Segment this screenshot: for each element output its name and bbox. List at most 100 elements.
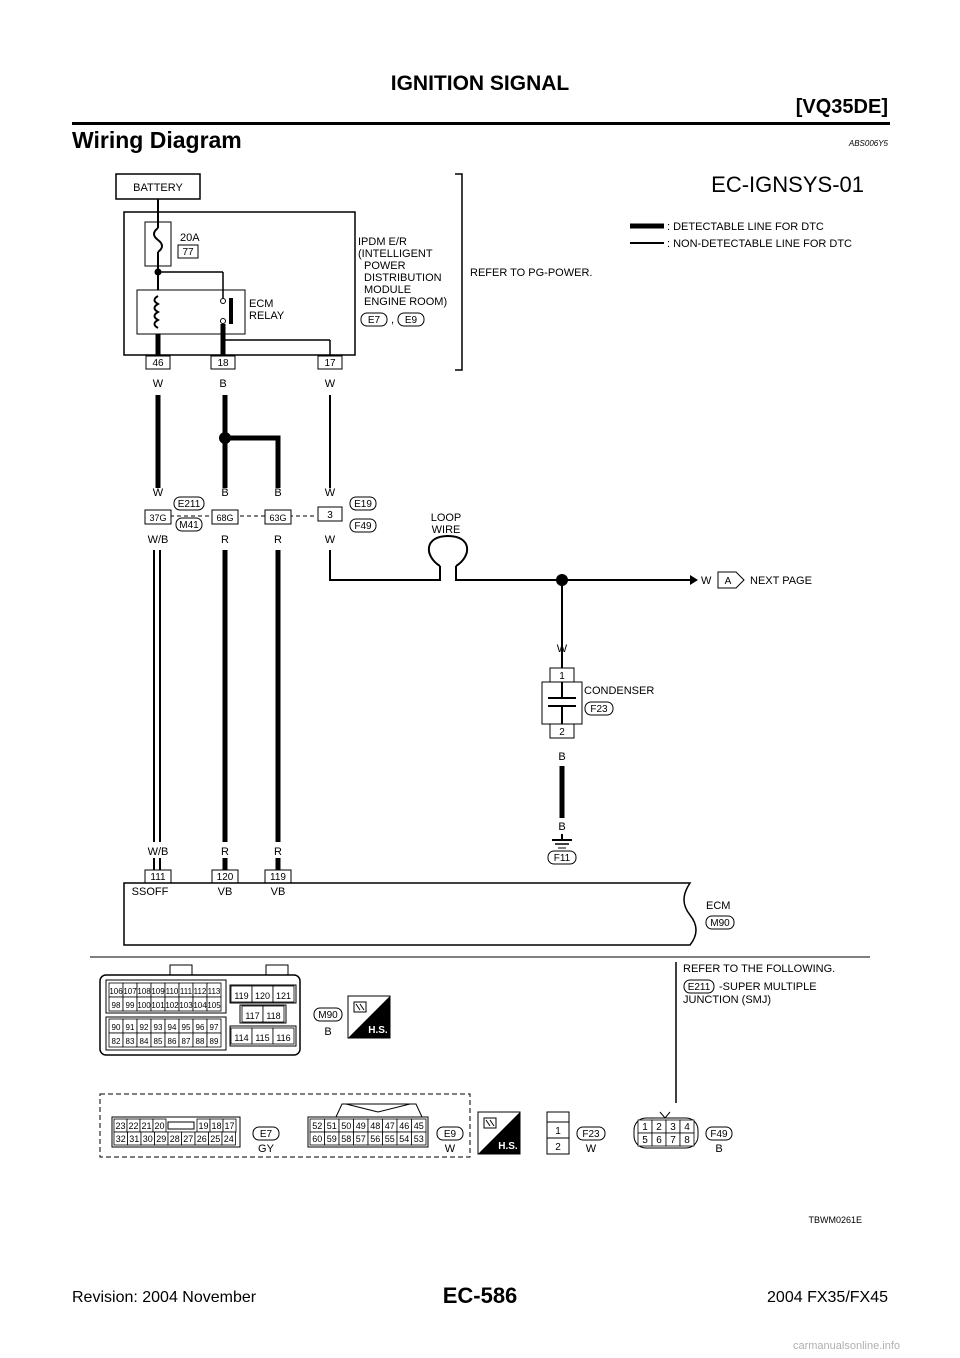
e9-pins-pin: 46 <box>399 1121 409 1131</box>
e7-pins-pin: 26 <box>197 1134 207 1144</box>
ecm-term-120: 120 <box>217 872 234 883</box>
page-title: IGNITION SIGNAL <box>390 72 570 95</box>
connector-e211: E211 <box>178 499 201 510</box>
m90-left-pin: 91 <box>126 1023 135 1032</box>
f49-pins-pin: 1 <box>642 1122 648 1133</box>
m90-right-pin: 116 <box>276 1033 290 1043</box>
e9-pins-pin: 55 <box>385 1134 395 1144</box>
junction-top-color-1: W <box>153 487 164 499</box>
m90-left-pin: 93 <box>154 1023 163 1032</box>
condenser-connector: F23 <box>590 704 608 715</box>
svg-text:,: , <box>391 314 394 326</box>
ipdm-line-2: (INTELLIGENT <box>358 248 433 260</box>
m90-left-pin: 98 <box>112 1001 121 1010</box>
m90-left-pin: 97 <box>210 1023 219 1032</box>
junction-term-3: 3 <box>327 510 333 521</box>
junction-top-color-4: W <box>325 487 336 499</box>
watermark: carmanualsonline.info <box>792 1340 900 1352</box>
e9-pins-pin: 54 <box>399 1134 409 1144</box>
junction-term-63g: 63G <box>269 513 286 523</box>
m90-left-pin: 96 <box>196 1023 205 1032</box>
m90-right-pin: 117 <box>245 1011 259 1021</box>
ipdm-connector-e9: E9 <box>405 315 418 326</box>
junction-term-68g: 68G <box>216 513 233 523</box>
junction-top-color-3: B <box>274 487 281 499</box>
e7-pins-pin: 18 <box>211 1121 221 1131</box>
hs-label-2: H.S. <box>498 1141 518 1152</box>
f23-connector: F23 <box>582 1129 600 1140</box>
m90-left-pin: 94 <box>168 1023 177 1032</box>
f49-color: B <box>715 1143 722 1155</box>
ecm-wire-color-119: R <box>274 846 282 858</box>
e9-pins-pin: 53 <box>414 1134 424 1144</box>
relay-label-1: ECM <box>249 298 273 310</box>
ecm-term-111: 111 <box>150 872 166 883</box>
connector-e19: E19 <box>354 499 372 510</box>
harness-side-icon-2: H.S. <box>477 1111 521 1155</box>
m90-right-cell <box>272 985 295 1003</box>
ipdm-line-1: IPDM E/R <box>358 236 407 248</box>
f49-pins-pin: 2 <box>656 1122 662 1133</box>
f49-pins-pin: 3 <box>670 1122 676 1133</box>
hs-label-1: H.S. <box>368 1025 388 1036</box>
m90-left-pin: 83 <box>126 1037 135 1046</box>
header-rule <box>72 122 890 125</box>
m90-left-pin: 106 <box>109 987 123 996</box>
m90-left-pin: 104 <box>193 1001 207 1010</box>
ecm-term-label-vb-1: VB <box>218 886 233 898</box>
e9-pins-pin: 50 <box>341 1121 351 1131</box>
diagram-id: EC-IGNSYS-01 <box>711 172 864 197</box>
e7-pins-pin: 28 <box>170 1134 180 1144</box>
m90-left-pin: 108 <box>137 987 151 996</box>
condenser-color-bottom: B <box>558 751 565 763</box>
e9-pins-pin: 48 <box>370 1121 380 1131</box>
m90-left-pin: 89 <box>210 1037 219 1046</box>
m90-right-pin: 115 <box>255 1033 269 1043</box>
m90-left-pin: 84 <box>140 1037 149 1046</box>
e7-pins-pin: 23 <box>115 1121 125 1131</box>
e9-pins-pin: 57 <box>356 1134 366 1144</box>
harness-side-icon: H.S. <box>347 995 391 1039</box>
ipdm-term-46: 46 <box>152 358 164 369</box>
wire-color-18: B <box>219 378 226 390</box>
footer-model: 2004 FX35/FX45 <box>767 1289 888 1306</box>
e9-pins-pin: 49 <box>356 1121 366 1131</box>
m90-right-pin: 118 <box>266 1011 280 1021</box>
m90-left-pin: 112 <box>194 987 207 996</box>
loop-wire-line-2: WIRE <box>432 524 461 536</box>
m90-left-pin: 113 <box>208 987 221 996</box>
legend-detectable: : DETECTABLE LINE FOR DTC <box>667 221 824 233</box>
f23-pin-2: 2 <box>555 1142 561 1153</box>
f49-pins-pin: 8 <box>684 1135 690 1146</box>
e7-pins-pin: 30 <box>143 1134 153 1144</box>
e7-pins-pin: 25 <box>210 1134 220 1144</box>
e9-pins-pin: 56 <box>370 1134 380 1144</box>
e7-pins-pin: 21 <box>141 1121 151 1131</box>
junction-bottom-color-3: R <box>274 534 282 546</box>
refer-smj-1: -SUPER MULTIPLE <box>719 981 817 993</box>
ipdm-term-18: 18 <box>217 358 229 369</box>
condenser-label: CONDENSER <box>584 685 654 697</box>
next-page-color: W <box>701 575 712 587</box>
e7-pins-pin: 29 <box>156 1134 166 1144</box>
f49-pins-pin: 7 <box>670 1135 676 1146</box>
ecm-label: ECM <box>706 900 730 912</box>
m90-right-cell <box>272 1027 295 1045</box>
relay-label-2: RELAY <box>249 310 285 322</box>
e9-pins-pin: 59 <box>327 1134 337 1144</box>
e7-pins-pin: 20 <box>154 1121 164 1131</box>
f49-connector: F49 <box>710 1129 728 1140</box>
ecm-wire-color-120: R <box>221 846 229 858</box>
m90-left-cell <box>206 996 222 1012</box>
connector-f49: F49 <box>354 521 372 532</box>
e7-connector: E7 <box>260 1129 273 1140</box>
connector-m41: M41 <box>179 520 199 531</box>
m90-left-pin: 92 <box>140 1023 149 1032</box>
m90-right-pin: 121 <box>276 991 291 1001</box>
e9-pins-pin: 58 <box>341 1134 351 1144</box>
e9-pins-pin: 45 <box>414 1121 424 1131</box>
ecm-term-119: 119 <box>270 872 286 883</box>
junction-bottom-color-1: W/B <box>148 534 169 546</box>
section-code: ABS006Y5 <box>848 139 888 148</box>
